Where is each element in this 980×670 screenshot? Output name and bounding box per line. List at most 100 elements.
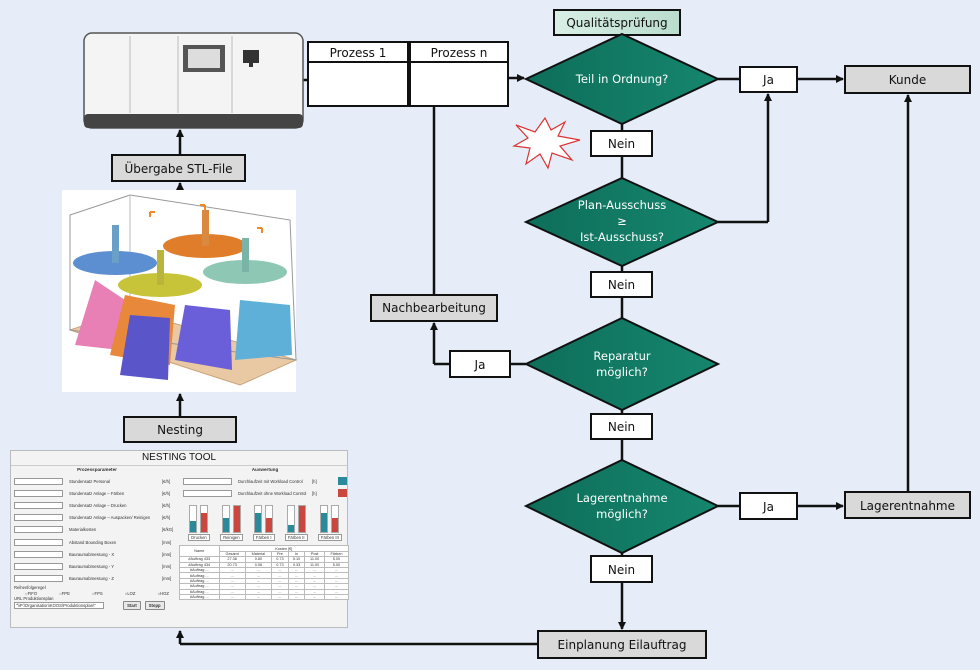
table-cell: ... xyxy=(271,593,289,601)
decision-reparatur-label-2: möglich? xyxy=(596,365,648,379)
rule-radio-label: FIFO xyxy=(27,590,38,596)
url-input[interactable]: "\\P:\Organisation\KOOS\Produktionsplan\… xyxy=(14,601,104,609)
eval-label: Durchlaufzeit ohne Workload Control xyxy=(238,490,307,496)
param-input[interactable] xyxy=(14,562,63,570)
bar-without-wlc xyxy=(200,505,209,534)
eval-row: Durchlaufzeit mit Workload Control[h] xyxy=(183,475,347,487)
nein-label-1: Nein xyxy=(608,137,635,151)
ubergabe-box xyxy=(111,154,246,182)
param-input[interactable] xyxy=(14,550,63,558)
bar-with-wlc xyxy=(254,505,263,534)
url-label: URL Produktionsplan xyxy=(14,595,54,601)
defect-starburst-icon xyxy=(512,116,581,170)
eval-unit: [h] xyxy=(312,490,317,496)
table-cell: ... xyxy=(287,593,306,601)
bar-without-wlc xyxy=(331,505,340,534)
param-label: Bauraumabmessung - X xyxy=(69,551,115,557)
printer-machine-icon xyxy=(83,32,304,129)
nesting-tool-screenshot: NESTING TOOL Prozessparameter Stundensat… xyxy=(10,450,350,628)
param-unit: [€/h] xyxy=(162,490,171,496)
param-label: Bauraumabmessung - Z xyxy=(69,576,114,582)
nesting-box xyxy=(123,416,237,443)
bar-group: Reinigen xyxy=(220,505,243,542)
bar-label: Färben III xyxy=(317,534,342,542)
eval-header: Auswertung xyxy=(251,467,279,472)
nesting-label: Nesting xyxy=(157,423,203,437)
rule-radio[interactable]: ○FPE xyxy=(59,590,70,596)
rule-radio[interactable]: ○LOZ xyxy=(124,590,136,596)
decision-ausschuss-label-2: ≥ xyxy=(617,214,627,228)
param-unit: [mm] xyxy=(162,551,172,557)
kunde-label: Kunde xyxy=(889,73,926,87)
decision-teil-in-ordnung-label: Teil in Ordnung? xyxy=(575,72,668,86)
param-input[interactable] xyxy=(14,526,63,534)
nesting-3d-render-image xyxy=(62,190,298,392)
param-row: Bauraumabmessung - Z[mm] xyxy=(14,573,180,585)
param-input[interactable] xyxy=(14,477,63,485)
param-row: Materialkosten[€/kG] xyxy=(14,524,180,536)
ubergabe-label: Übergabe STL-File xyxy=(124,160,232,176)
rule-radio[interactable]: ○FIFO xyxy=(25,590,38,596)
start-button[interactable]: Start xyxy=(123,600,141,610)
param-row: Stundensatz Personal[€/h] xyxy=(14,475,180,487)
decision-reparatur-label-1: Reparatur xyxy=(593,349,650,363)
param-unit: [€/h] xyxy=(162,478,171,484)
param-unit: [mm] xyxy=(162,539,172,545)
bar-label: Färben I xyxy=(252,534,275,542)
eilauftrag-label: Einplanung Eilauftrag xyxy=(558,638,687,652)
bar-without-wlc xyxy=(232,505,241,534)
legend-swatch xyxy=(338,477,347,486)
param-input[interactable] xyxy=(14,501,63,509)
bar-with-wlc xyxy=(189,505,198,534)
decision-lagerentnahme xyxy=(523,458,721,555)
param-label: Stundensatz Anlage – Färben xyxy=(69,490,125,496)
table-row: #Auftrag ..................... xyxy=(179,593,350,601)
answer-boxes xyxy=(449,66,798,583)
param-input[interactable] xyxy=(14,489,63,497)
bar-label: Färben II xyxy=(284,534,308,542)
eilauftrag-box xyxy=(537,630,707,659)
decision-ausschuss-label-3: Ist-Ausschuss? xyxy=(580,230,664,244)
stop-button[interactable]: Stopp xyxy=(144,600,165,610)
qualitaetspruefung-label: Qualitätsprüfung xyxy=(566,16,667,30)
bar-without-wlc xyxy=(265,505,274,534)
lagerentnahme-box xyxy=(844,491,971,519)
ja-label-3: Ja xyxy=(762,500,774,514)
bar-group: Färben II xyxy=(284,505,308,542)
decision-reparatur xyxy=(523,316,721,412)
param-unit: [mm] xyxy=(162,563,172,569)
rule-radio-label: FPE xyxy=(61,590,70,596)
tool-title: NESTING TOOL xyxy=(11,451,347,466)
kunde-box xyxy=(844,65,971,94)
eval-label: Durchlaufzeit mit Workload Control xyxy=(238,478,303,484)
bar-label: Drucken xyxy=(188,534,210,542)
ja-label-2: Ja xyxy=(474,358,486,372)
prozess-n-label: Prozess n xyxy=(431,46,488,60)
params-header: Prozessparameter xyxy=(77,467,117,472)
bar-group: Färben III xyxy=(317,505,342,542)
rule-radio[interactable]: ○FPS xyxy=(92,590,103,596)
ja-label-1: Ja xyxy=(762,73,774,87)
prozess-n-box xyxy=(409,41,509,107)
eval-output xyxy=(183,489,232,497)
param-input[interactable] xyxy=(14,514,63,522)
param-unit: [€/h] xyxy=(162,515,171,521)
bar-group: Färben I xyxy=(252,505,275,542)
rule-radio[interactable]: ○HOZ xyxy=(157,590,169,596)
param-input[interactable] xyxy=(14,575,63,583)
param-unit: [€/h] xyxy=(162,502,171,508)
nachbearbeitung-label: Nachbearbeitung xyxy=(382,301,486,315)
qualitaetspruefung-box xyxy=(553,9,681,36)
param-label: Bauraumabmessung - Y xyxy=(69,563,115,569)
table-cell: ... xyxy=(304,593,325,601)
eval-row: Durchlaufzeit ohne Workload Control [h] xyxy=(183,487,347,499)
eval-output xyxy=(183,477,232,485)
rule-radio-label: HOZ xyxy=(160,590,169,596)
param-label: Stundensatz Anlage – Drucken xyxy=(69,502,127,508)
param-unit: [€/kG] xyxy=(162,527,174,533)
param-input[interactable] xyxy=(14,538,63,546)
decision-teil-in-ordnung xyxy=(523,32,721,126)
param-row: Bauraumabmessung - Y [mm] xyxy=(14,560,180,572)
